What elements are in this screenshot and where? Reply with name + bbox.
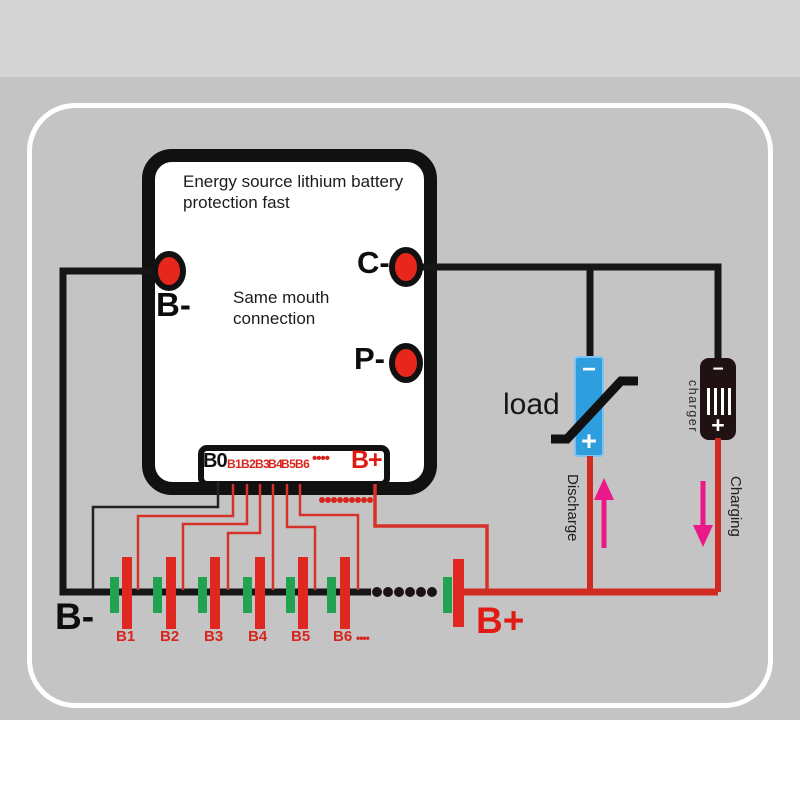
charger-grille-bar xyxy=(728,388,731,415)
cell-ellipsis: •••• xyxy=(356,631,370,645)
terminal-label-cminus: C- xyxy=(357,245,390,280)
connector-pin-bplus: B+ xyxy=(351,446,383,474)
cell-label-b2: B2 xyxy=(160,628,180,645)
cell-label-b4: B4 xyxy=(248,628,268,645)
terminal-label-bminus: B- xyxy=(156,286,191,323)
board-note: Same mouth connection xyxy=(233,288,330,328)
load-minus-symbol: − xyxy=(581,356,596,383)
charger-grille-bar xyxy=(721,388,724,415)
charger-minus-symbol: − xyxy=(712,359,724,380)
connector-pin-b6: B6 xyxy=(295,457,310,471)
pack-bminus-label: B- xyxy=(55,596,95,637)
connector-ellipsis: •••• xyxy=(312,450,330,467)
connector-pin-b2: B2 xyxy=(241,457,256,471)
discharge-label: Discharge xyxy=(564,474,581,542)
board-title: Energy source lithium battery protection… xyxy=(183,172,404,212)
terminal-label-pminus: P- xyxy=(354,341,385,376)
cell-label-b3: B3 xyxy=(204,628,224,645)
cell-label-b5: B5 xyxy=(291,628,311,645)
pack-bplus-label: B+ xyxy=(476,600,525,641)
charger-plus-symbol: + xyxy=(711,412,725,438)
charger-label: charger xyxy=(686,380,700,433)
connector-pin-b1: B1 xyxy=(227,457,242,471)
rounded-frame xyxy=(27,103,773,708)
charging-label: Charging xyxy=(727,476,744,537)
connector-pin-b5: B5 xyxy=(281,457,296,471)
background-top-band xyxy=(0,0,800,77)
load-label: load xyxy=(503,388,560,421)
charger-grille-bar xyxy=(707,388,710,415)
cell-label-b1: B1 xyxy=(116,628,136,645)
charger-grille-bar xyxy=(714,388,717,415)
load-plus-symbol: + xyxy=(581,426,597,456)
connector-pin-b0: B0 xyxy=(203,450,228,472)
cell-label-b6: B6 xyxy=(333,628,353,645)
